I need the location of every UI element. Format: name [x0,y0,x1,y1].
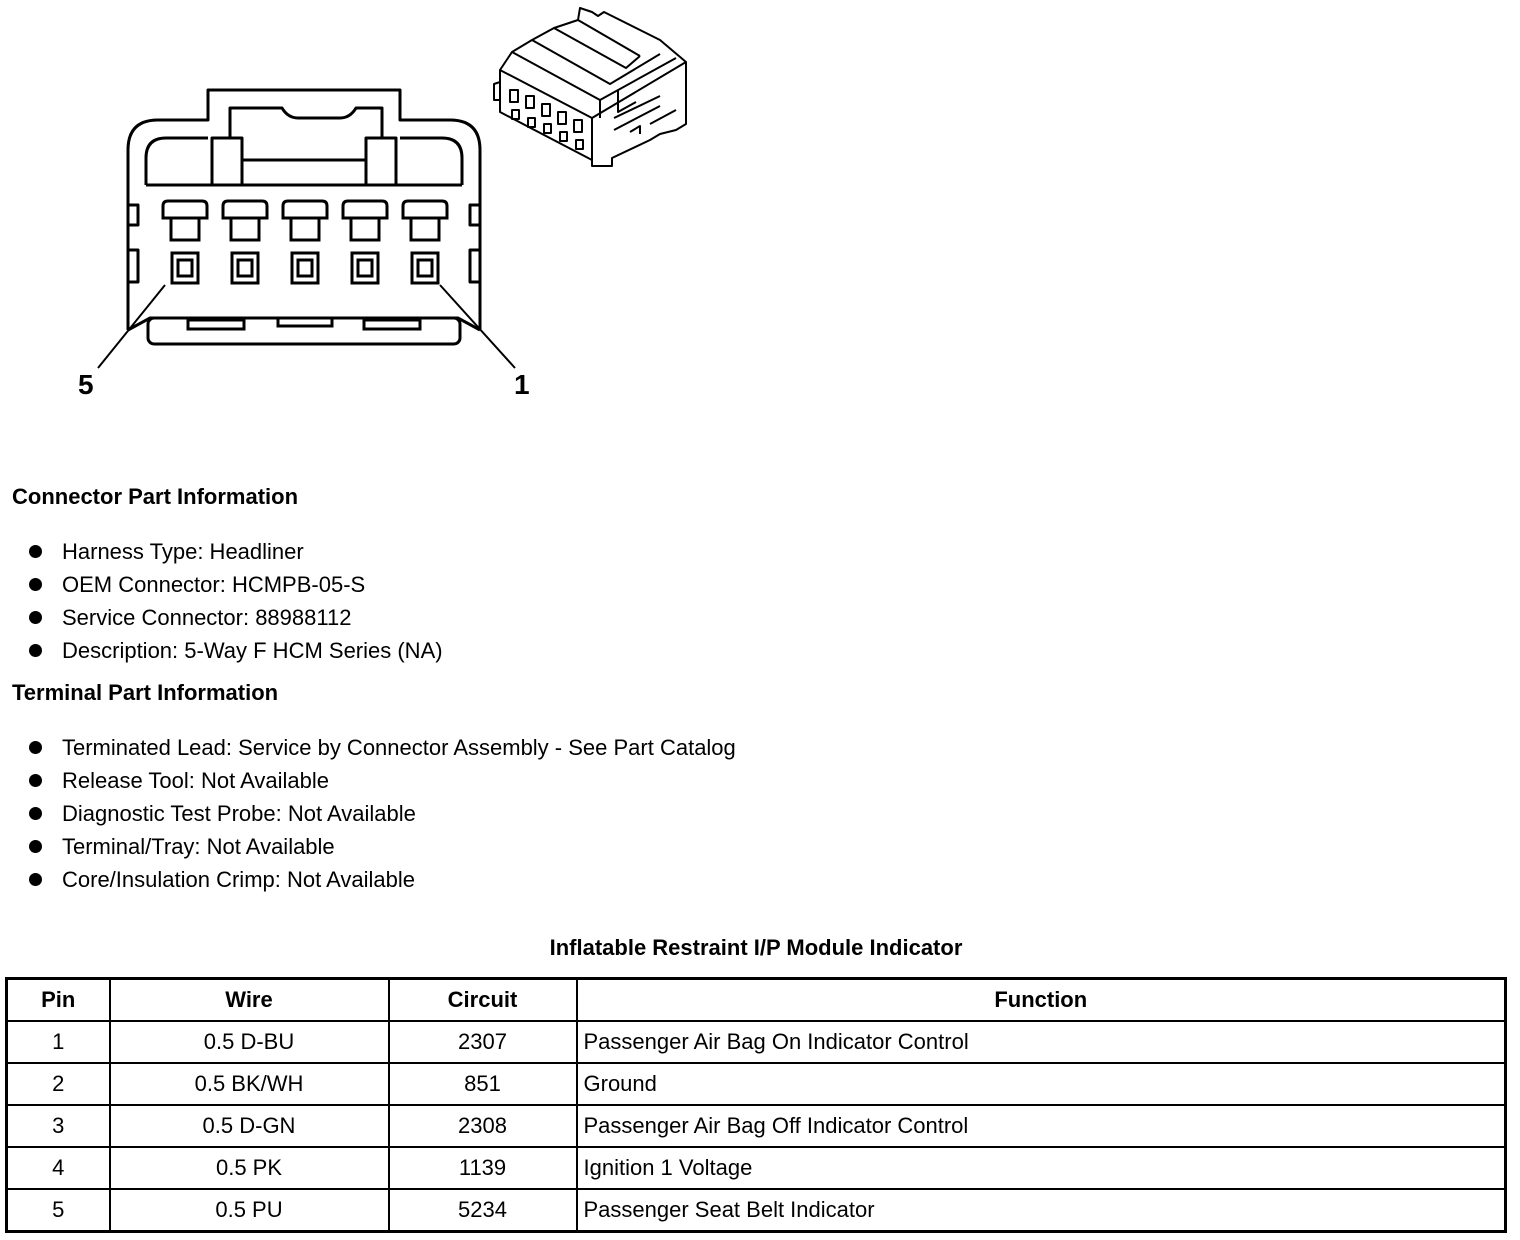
list-item: Diagnostic Test Probe: Not Available [28,797,736,830]
function-cell: Passenger Seat Belt Indicator [575,1188,1507,1233]
wire-cell: 0.5 BK/WH [108,1062,390,1106]
connector-body-outline [126,88,482,330]
bullet-icon [29,611,42,624]
bullet-icon [29,545,42,558]
terminal-cavity-pin-4 [221,199,269,285]
pin-5-leader-line [97,284,166,369]
pin-table-title: Inflatable Restraint I/P Module Indicato… [549,935,963,960]
terminal-part-info-list: Terminated Lead: Service by Connector As… [28,731,736,896]
pin-cell: 2 [5,1062,111,1106]
terminal-cavity-pin-3 [281,199,329,285]
pin-cell: 3 [5,1104,111,1148]
wire-cell: 0.5 D-GN [108,1104,390,1148]
pin-1-leader-line [439,284,516,369]
function-cell: Passenger Air Bag Off Indicator Control [575,1104,1507,1148]
table-row: 2 0.5 BK/WH 851 Ground [5,1062,1507,1106]
wire-cell: 0.5 PK [108,1146,390,1190]
connector-part-info-list: Harness Type: Headliner OEM Connector: H… [28,535,443,667]
list-item: Core/Insulation Crimp: Not Available [28,863,736,896]
function-cell: Passenger Air Bag On Indicator Control [575,1020,1507,1064]
connector-face-diagram [97,7,687,369]
table-row: 5 0.5 PU 5234 Passenger Seat Belt Indica… [5,1188,1507,1233]
function-cell: Ignition 1 Voltage [575,1146,1507,1190]
wire-cell: 0.5 PU [108,1188,390,1233]
pin-table: Pin Wire Circuit Function 1 0.5 D-BU 230… [5,977,1507,1233]
list-item-text: Diagnostic Test Probe: Not Available [62,801,416,826]
terminal-part-info-heading: Terminal Part Information [12,680,279,705]
connector-lock-bar [127,316,481,332]
column-header-wire: Wire [108,977,390,1022]
bullet-icon [29,578,42,591]
terminal-cavity-pin-2 [341,199,389,285]
list-item: Harness Type: Headliner [28,535,443,568]
bullet-icon [29,741,42,754]
list-item-text: Service Connector: 88988112 [62,605,352,630]
connector-isometric-illustration [493,7,687,167]
terminal-cavity-pin-5 [161,199,209,285]
list-item-text: Description: 5-Way F HCM Series (NA) [62,638,443,663]
wire-cell: 0.5 D-BU [108,1020,390,1064]
table-row: 1 0.5 D-BU 2307 Passenger Air Bag On Ind… [5,1020,1507,1064]
bullet-icon [29,873,42,886]
bullet-icon [29,774,42,787]
list-item: OEM Connector: HCMPB-05-S [28,568,443,601]
list-item-text: OEM Connector: HCMPB-05-S [62,572,366,597]
bullet-icon [29,807,42,820]
table-row: 4 0.5 PK 1139 Ignition 1 Voltage [5,1146,1507,1190]
connector-bottom-rail [146,316,462,346]
column-header-pin: Pin [5,977,111,1022]
table-row: 3 0.5 D-GN 2308 Passenger Air Bag Off In… [5,1104,1507,1148]
list-item-text: Terminated Lead: Service by Connector As… [62,735,736,760]
circuit-cell: 851 [387,1062,578,1106]
terminal-cavity-pin-1 [401,199,449,285]
column-header-circuit: Circuit [387,977,578,1022]
connector-part-info-heading: Connector Part Information [12,484,299,509]
bullet-icon [29,840,42,853]
list-item: Terminal/Tray: Not Available [28,830,736,863]
pin-5-label: 5 [78,369,94,400]
pin-cell: 1 [5,1020,111,1064]
pin-1-label: 1 [514,369,530,400]
list-item: Description: 5-Way F HCM Series (NA) [28,634,443,667]
list-item: Release Tool: Not Available [28,764,736,797]
circuit-cell: 5234 [387,1188,578,1233]
column-header-function: Function [575,977,1507,1022]
list-item-text: Core/Insulation Crimp: Not Available [62,867,415,892]
list-item: Service Connector: 88988112 [28,601,443,634]
pin-cell: 4 [5,1146,111,1190]
circuit-cell: 2308 [387,1104,578,1148]
connector-inner-frame [144,136,464,185]
circuit-cell: 2307 [387,1020,578,1064]
table-header-row: Pin Wire Circuit Function [5,977,1507,1022]
connector-latch [228,106,384,138]
list-item-text: Release Tool: Not Available [62,768,330,793]
pin-cell: 5 [5,1188,111,1233]
bullet-icon [29,644,42,657]
list-item-text: Terminal/Tray: Not Available [62,834,335,859]
function-cell: Ground [575,1062,1507,1106]
circuit-cell: 1139 [387,1146,578,1190]
list-item: Terminated Lead: Service by Connector As… [28,731,736,764]
list-item-text: Harness Type: Headliner [62,539,304,564]
